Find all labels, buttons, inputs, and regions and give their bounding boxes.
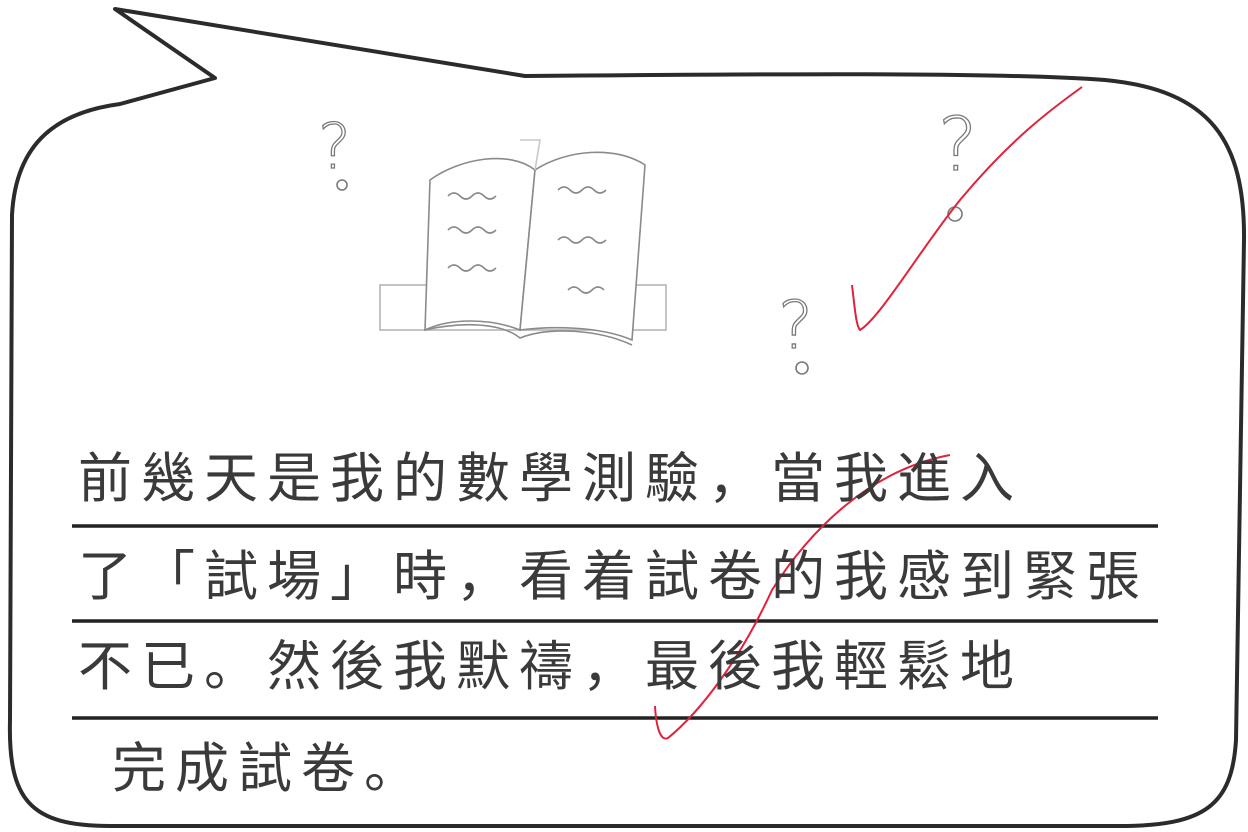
red-check-mark-icon xyxy=(654,454,951,740)
open-book-icon xyxy=(379,139,667,346)
question-mark-icon: ? xyxy=(938,102,977,188)
writing-line-3: 不已。然後我默禱，最後我輕鬆地 xyxy=(78,635,1023,698)
question-mark-icon: ? xyxy=(318,110,351,183)
question-mark-dot xyxy=(795,361,809,375)
red-check-mark-icon xyxy=(851,86,1083,332)
question-mark-dot xyxy=(336,179,348,191)
ruled-lines xyxy=(72,524,1158,720)
speech-bubble-outline xyxy=(7,7,1247,828)
writing-line-1: 前幾天是我的數學測驗，當我進入 xyxy=(78,447,1023,510)
writing-line-4: 完成試卷。 xyxy=(112,737,427,800)
writing-line-2: 了「試場」時，看着試卷的我感到緊張 xyxy=(78,545,1149,608)
question-mark-icon: ? xyxy=(778,287,813,364)
